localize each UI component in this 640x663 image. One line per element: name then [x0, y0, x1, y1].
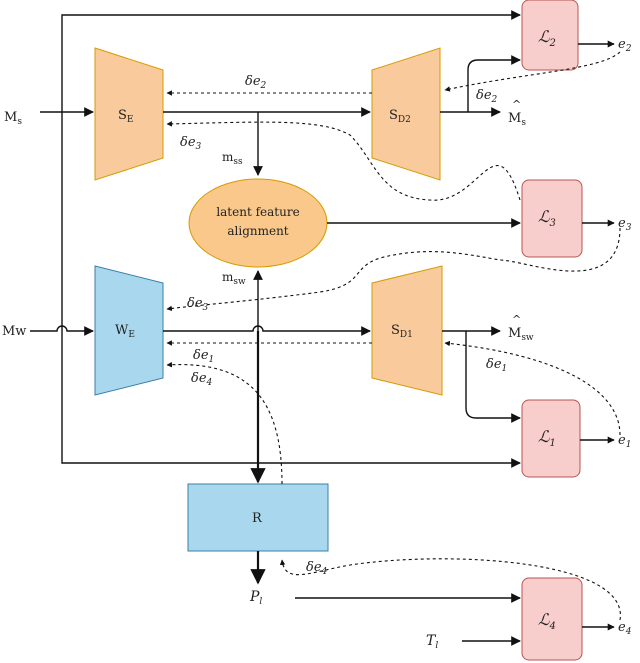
msw-label: msw: [222, 270, 246, 287]
loss-l2-label: ℒ2: [538, 27, 556, 49]
se-label: SE: [118, 108, 133, 125]
tl-input-label: Tl: [426, 633, 438, 651]
msw-hat-label: Msw: [508, 326, 534, 343]
alignment-label-line1: latent feature: [216, 205, 299, 219]
mss-label: mss: [222, 150, 243, 167]
ms-hat-mark: ^: [512, 98, 521, 111]
loss-l4-label: ℒ4: [538, 610, 556, 632]
se-encoder-block: [94, 47, 164, 181]
ms-to-l2-arrow: [61, 10, 521, 112]
loss-l4-box: [521, 577, 583, 661]
e3-label: e3: [618, 216, 632, 233]
e1-label: e1: [618, 433, 631, 450]
de2-to-sd2-dashed: [444, 51, 621, 92]
de3-label-upper: δe3: [180, 135, 202, 152]
loss-l1-box: [521, 399, 581, 478]
de4-to-r-dashed: [279, 558, 621, 621]
sd2-label: SD2: [389, 108, 411, 125]
de3-to-se-dashed: [166, 121, 521, 201]
latent-feature-alignment-node: [188, 178, 328, 268]
msw-hat-mark: ^: [512, 313, 521, 326]
de4-label-left: δe4: [191, 371, 213, 388]
sd1-to-l1-arrow: [465, 331, 521, 423]
de4-label-bottom: δe4: [306, 560, 328, 577]
e2-label: e2: [618, 37, 632, 54]
ms-input-label: Ms: [4, 110, 22, 127]
mw-input-label: Mw: [2, 324, 26, 339]
we-to-sd1-arrow: [163, 325, 371, 336]
ms-hat-label: Ms: [508, 111, 526, 128]
r-label: R: [252, 511, 263, 526]
de1-label-right: δe1: [486, 357, 507, 374]
loss-l3-label: ℒ3: [538, 207, 556, 229]
de4-to-we-dashed: [166, 361, 283, 485]
de2-label-top: δe2: [245, 74, 267, 91]
de3-to-we-dashed: [166, 227, 621, 312]
pl-label: Pl: [249, 589, 262, 607]
loss-l2-box: [521, 0, 579, 71]
e4-label: e4: [618, 620, 632, 637]
de2-label-right: δe2: [476, 88, 498, 105]
we-encoder-block: [94, 265, 164, 396]
de3-label-lower: δe3: [187, 296, 209, 313]
r-block: [187, 483, 329, 552]
alignment-label-line2: alignment: [227, 224, 288, 238]
we-label: WE: [115, 323, 135, 340]
loss-l1-label: ℒ1: [538, 427, 556, 449]
loss-l3-box: [521, 179, 583, 258]
sd1-decoder-block: [371, 265, 443, 396]
mw-to-l1-arrow: [61, 112, 521, 468]
sd1-label: SD1: [391, 323, 413, 340]
sd2-to-l2-arrow: [467, 55, 521, 112]
sd2-decoder-block: [371, 47, 441, 181]
de1-label-left: δe1: [193, 348, 214, 365]
